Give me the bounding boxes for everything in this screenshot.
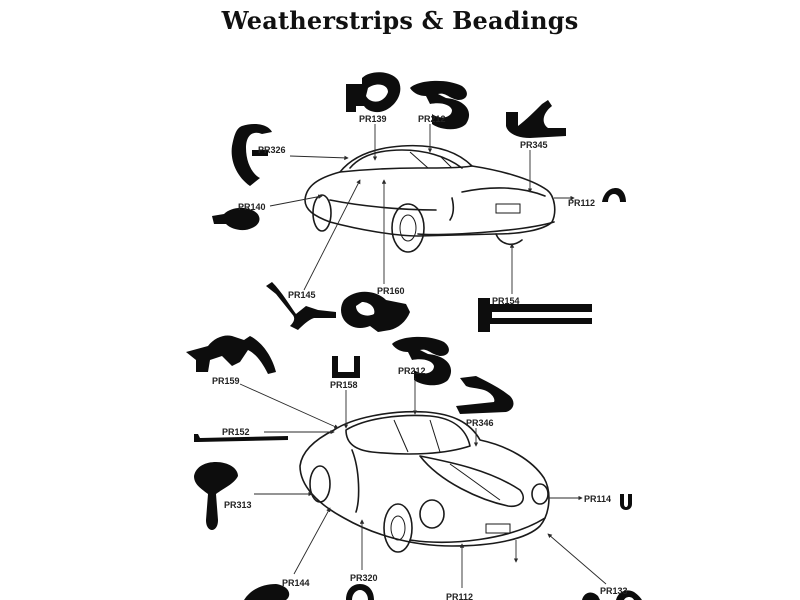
- profile-pr320: [346, 584, 374, 600]
- label-pr345: PR345: [520, 140, 548, 150]
- car-rear-view: [304, 144, 556, 253]
- label-pr313: PR313: [224, 500, 252, 510]
- label-pr158: PR158: [330, 380, 358, 390]
- label-pr152: PR152: [222, 427, 250, 437]
- profile-pr114: [620, 494, 632, 510]
- label-pr320: PR320: [350, 573, 378, 583]
- profile-pr145: [266, 282, 336, 330]
- label-pr212-bottom: PR212: [398, 366, 426, 376]
- profile-pr313: [194, 462, 238, 530]
- leader-lines: [239, 124, 607, 588]
- profile-pr158: [332, 356, 360, 378]
- label-pr133: PR133: [600, 586, 628, 596]
- profile-pr144: [244, 584, 290, 600]
- label-pr346: PR346: [466, 418, 494, 428]
- profile-pr140: [212, 207, 260, 231]
- label-pr112-top: PR112: [568, 198, 595, 208]
- profile-pr326: [231, 124, 272, 186]
- label-pr212-top: PR212: [418, 114, 446, 124]
- label-pr145: PR145: [288, 290, 316, 300]
- label-pr139: PR139: [359, 114, 387, 124]
- label-pr144: PR144: [282, 578, 310, 588]
- label-pr112-bottom: PR112: [446, 592, 473, 600]
- profile-pr154: [478, 298, 592, 332]
- label-pr154: PR154: [492, 296, 520, 306]
- profile-pr212-bottom: [392, 336, 452, 386]
- label-pr159: PR159: [212, 376, 240, 386]
- profile-pr133: [582, 590, 642, 600]
- profile-pr160: [341, 291, 410, 332]
- page-title: Weatherstrips & Beadings: [221, 6, 579, 35]
- label-pr140: PR140: [238, 202, 266, 212]
- label-pr326: PR326: [258, 145, 286, 155]
- profile-pr152: [194, 434, 288, 442]
- profile-pr346: [456, 376, 514, 414]
- car-front-view: [299, 410, 550, 553]
- part-labels: PR139 PR212 PR345 PR326 PR140 PR112 PR14…: [212, 114, 628, 600]
- profile-pr345: [506, 100, 566, 138]
- label-pr160: PR160: [377, 286, 405, 296]
- profile-pr139: [346, 72, 401, 113]
- label-pr114: PR114: [584, 494, 611, 504]
- profile-pr159: [186, 335, 276, 374]
- profile-pr112-top: [602, 188, 626, 202]
- profile-pr212-top: [410, 80, 470, 130]
